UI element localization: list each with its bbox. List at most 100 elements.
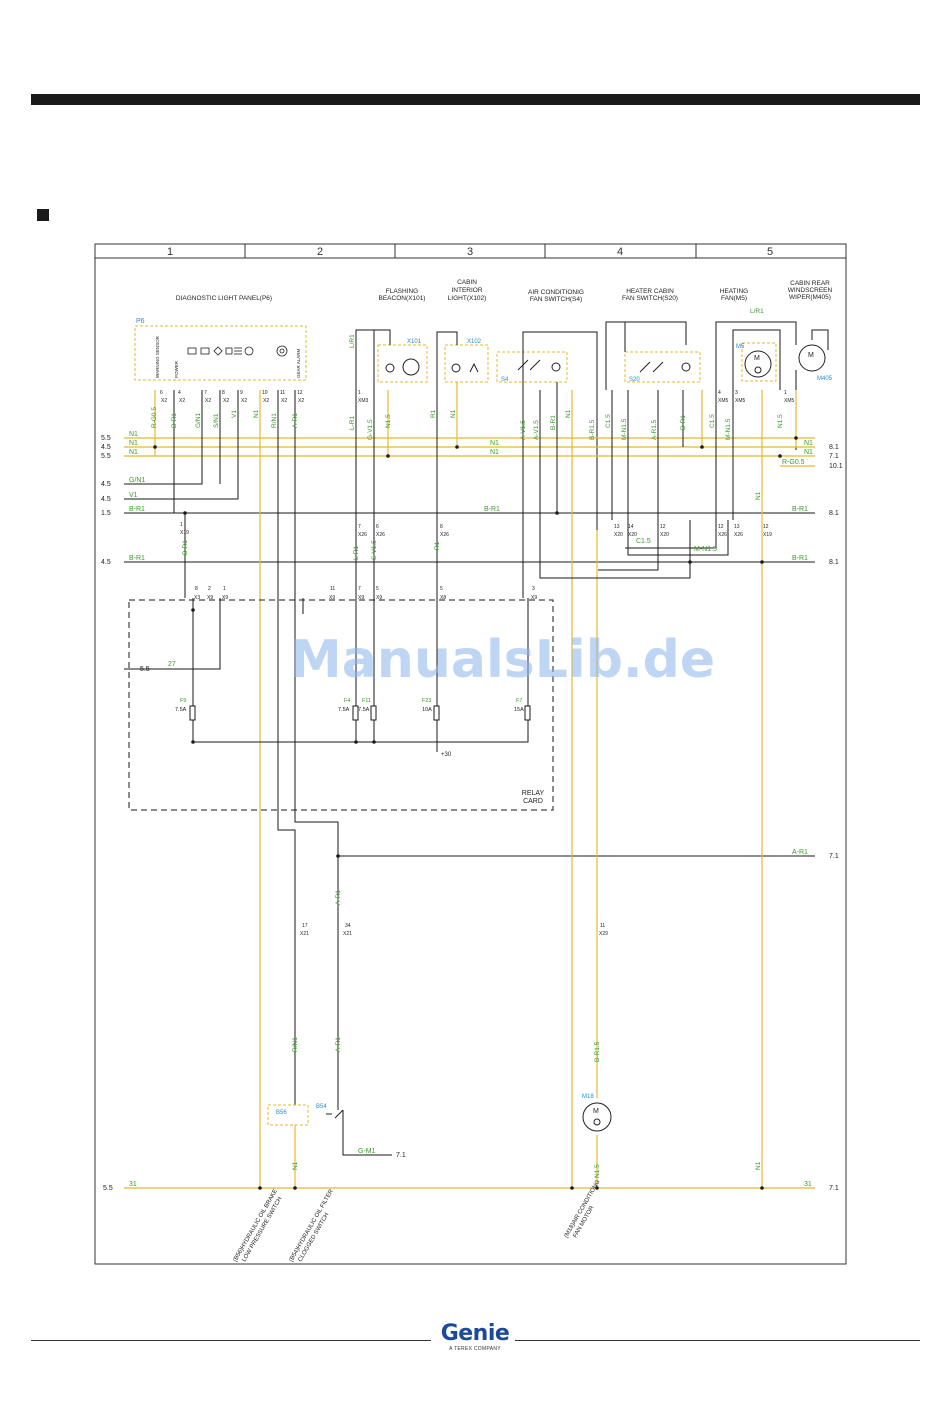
wire-label: G-V1.5 xyxy=(367,419,374,440)
right-wire: R-G0.5 xyxy=(782,459,805,466)
conn-pin: 10 xyxy=(262,390,268,396)
wire-label: R1 xyxy=(430,409,437,418)
x101-title: FLASHING xyxy=(386,288,419,295)
conn-id: X9 xyxy=(358,595,364,601)
s20-title: HEATER CABIN xyxy=(626,288,674,295)
s20-id: S20 xyxy=(629,377,640,383)
wire-label: N1.5 xyxy=(594,1164,601,1178)
p6-gear-label: GEAR ALARM xyxy=(296,348,301,378)
p6-panel xyxy=(134,325,307,381)
right-ref: 7.1 xyxy=(829,1185,839,1192)
m5-title: HEATING xyxy=(720,288,748,295)
conn-pin: 6 xyxy=(376,524,379,530)
fuse-id: F4 xyxy=(344,698,350,704)
wire-label: N1 xyxy=(755,1161,762,1170)
footer-rule xyxy=(31,1340,431,1341)
left-wire: 27 xyxy=(168,661,176,668)
right-wire: B-R1 xyxy=(792,555,808,562)
wire-label: A-R1 xyxy=(335,1037,342,1052)
p6-lamp-icons xyxy=(187,345,288,357)
wire-label: B-R1 xyxy=(680,415,687,430)
conn-id: X2 xyxy=(241,398,247,404)
wire-label: B-R1 xyxy=(182,540,189,555)
wire-label: M-N1.5 xyxy=(725,418,732,440)
b56-id: B56 xyxy=(276,1110,287,1116)
right-wire: A-R1 xyxy=(792,849,808,856)
wire-label: A-R1.5 xyxy=(651,419,658,440)
motor-letter: M xyxy=(593,1108,599,1115)
conn-id: X26 xyxy=(718,532,727,538)
fuse-id: F9 xyxy=(180,698,186,704)
conn-pin: 4 xyxy=(718,390,721,396)
wire-label: R-G0.5 xyxy=(151,407,158,428)
fuse-f9 xyxy=(189,705,196,721)
m5-id: M5 xyxy=(736,344,745,350)
fuse-f23 xyxy=(433,705,440,721)
wire-label: C1.5 xyxy=(709,414,716,428)
left-ref: 5.5 xyxy=(140,666,150,673)
relay-card xyxy=(128,599,554,811)
motor-letter: M xyxy=(754,355,760,362)
wire-label: N1 xyxy=(450,409,457,418)
conn-pin: 5 xyxy=(376,586,379,592)
conn-pin: 11 xyxy=(280,390,285,396)
fuse-id: F7 xyxy=(516,698,522,704)
fuse-rating: 15A xyxy=(514,707,524,713)
conn-id: X2 xyxy=(161,398,167,404)
conn-id: X3 xyxy=(194,595,200,601)
m5-title: FAN(M5) xyxy=(721,295,747,302)
wire-label: N1 xyxy=(253,409,260,418)
conn-pin: 12 xyxy=(763,524,769,530)
m5-motor-icon xyxy=(744,350,772,378)
right-wire: 31 xyxy=(804,1181,812,1188)
column-label: 4 xyxy=(617,246,623,258)
left-ref: 4.5 xyxy=(101,481,111,488)
left-wire: N1 xyxy=(129,440,138,447)
wire-label: N1.5 xyxy=(777,414,784,428)
conn-pin: 13 xyxy=(734,524,740,530)
conn-pin: 14 xyxy=(628,524,634,530)
conn-pin: 3 xyxy=(532,586,535,592)
m405-title: WINDSCREEN xyxy=(788,287,833,294)
right-wire: G-M1 xyxy=(358,1148,376,1155)
left-ref: 4.5 xyxy=(101,559,111,566)
plus30-label: +30 xyxy=(441,752,452,758)
m405-motor-icon xyxy=(798,344,826,372)
column-label: 5 xyxy=(767,246,773,258)
conn-id: X19 xyxy=(180,530,189,536)
s4-id: S4 xyxy=(501,377,509,383)
left-wire: N1 xyxy=(129,449,138,456)
conn-pin: 3 xyxy=(735,390,738,396)
bus-label: N1 xyxy=(490,449,499,456)
left-wire: B-R1 xyxy=(129,555,145,562)
b56-caption: (B56)HYDRAULIC OIL BRAKE xyxy=(233,1189,279,1263)
m18-motor-icon xyxy=(582,1102,612,1132)
conn-pin: 12 xyxy=(297,390,303,396)
wire-label: A-R1 xyxy=(335,890,342,905)
conn-id: X2 xyxy=(205,398,211,404)
left-ref: 5.5 xyxy=(101,453,111,460)
m5-box xyxy=(741,342,777,382)
left-wire: B-R1 xyxy=(129,506,145,513)
m405-title: WIPER(M405) xyxy=(789,294,831,301)
bus-label: M-N1.5 xyxy=(694,546,717,553)
watermark: ManualsLib.de xyxy=(290,630,716,690)
left-ref: 1.5 xyxy=(101,510,111,517)
conn-id: X26 xyxy=(440,532,449,538)
bus-label: C1.5 xyxy=(636,538,651,545)
wire-label: N1 xyxy=(755,491,762,500)
conn-pin: 8 xyxy=(195,586,198,592)
wire-label: B-R1 xyxy=(550,415,557,430)
conn-id: XM5 xyxy=(735,398,746,404)
conn-id: X26 xyxy=(358,532,367,538)
relay-card-label: RELAY xyxy=(522,790,545,797)
right-ref: 10.1 xyxy=(829,463,843,470)
p6-warning-label: WARNING SENSOR xyxy=(155,335,160,378)
p6-title: DIAGNOSTIC LIGHT PANEL(P6) xyxy=(176,295,272,302)
fuse-f7 xyxy=(524,705,531,721)
x101-box xyxy=(377,344,428,383)
b54-id: B54 xyxy=(316,1104,327,1110)
x102-id: X102 xyxy=(467,339,482,345)
logo-brand: Genie xyxy=(440,1321,510,1346)
